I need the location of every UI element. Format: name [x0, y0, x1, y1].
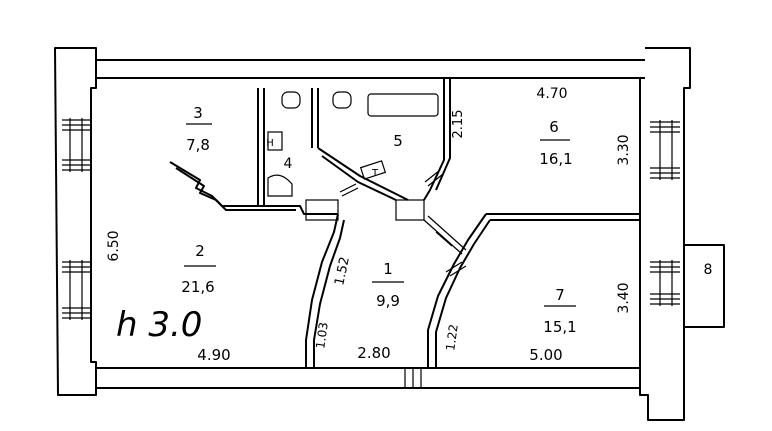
- room-4-number: 4: [284, 156, 293, 172]
- room-3-area: 7,8: [186, 136, 210, 154]
- interior-walls: [169, 78, 640, 368]
- room-1-number: 1: [383, 260, 393, 278]
- wc-mark: Н: [266, 138, 274, 149]
- dim-bottom-right: 5.00: [529, 346, 562, 364]
- room-2-label: 2 21,6: [181, 242, 216, 296]
- room-8-number: 8: [704, 262, 713, 278]
- ceiling-height-label: h 3.0: [116, 305, 202, 345]
- dim-corridor-low: 1.03: [313, 321, 331, 349]
- room-7-label: 7 15,1: [543, 286, 576, 336]
- room-2-area: 21,6: [181, 278, 214, 296]
- dim-bottom-mid: 2.80: [357, 344, 390, 362]
- room-1-label: 1 9,9: [372, 260, 404, 310]
- room-7-number: 7: [555, 286, 565, 304]
- dim-corridor-left: 1.52: [332, 256, 353, 287]
- room-3-number: 3: [193, 104, 203, 122]
- room-3-label: 3 7,8: [186, 104, 212, 154]
- room-2-number: 2: [195, 242, 205, 260]
- room-6-label: 6 16,1: [539, 118, 572, 168]
- room-5-number: 5: [393, 132, 403, 150]
- dim-left-height: 6.50: [106, 230, 122, 261]
- outer-walls: [54, 47, 725, 421]
- dim-top-right: 4.70: [536, 86, 567, 102]
- room-6-area: 16,1: [539, 150, 572, 168]
- dim-room6-height: 3.30: [616, 134, 632, 165]
- room-1-area: 9,9: [376, 292, 400, 310]
- room-7-area: 15,1: [543, 318, 576, 336]
- dim-room7-height: 3.40: [616, 282, 632, 313]
- bath-mark: Т: [371, 168, 379, 179]
- dim-room5-side: 2.15: [451, 110, 466, 139]
- dim-room7-side: 1.22: [443, 323, 461, 351]
- room-6-number: 6: [549, 118, 559, 136]
- dim-bottom-left: 4.90: [197, 346, 230, 364]
